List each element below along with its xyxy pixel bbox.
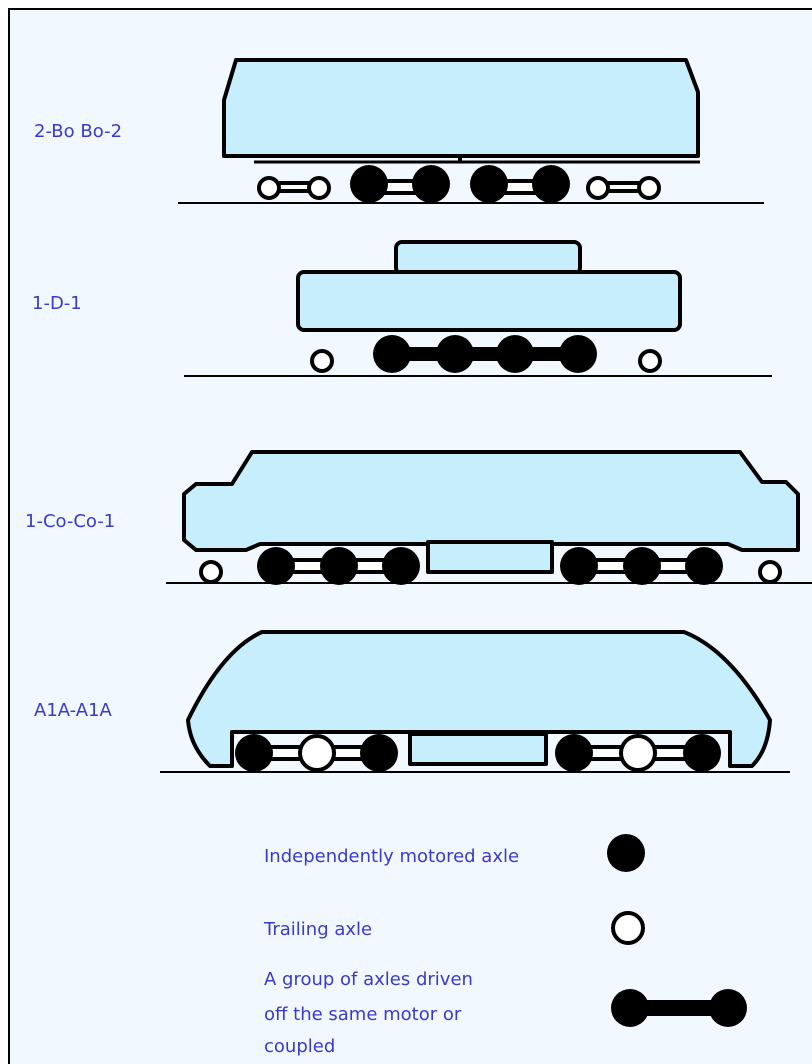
- motored-axle: [560, 547, 598, 585]
- motored-axle: [412, 165, 450, 203]
- loco-label-2-bo-bo-2: 2-Bo Bo-2: [34, 121, 122, 142]
- motored-axle: [320, 547, 358, 585]
- motored-axle: [350, 165, 388, 203]
- trailing-axle: [298, 734, 336, 772]
- motored-axle: [470, 165, 508, 203]
- coupled-axle: [373, 335, 411, 373]
- trailing-axle-icon: [611, 911, 645, 945]
- loco-body: [186, 630, 772, 768]
- group-axle-end-icon: [611, 989, 649, 1027]
- coupled-axle: [559, 335, 597, 373]
- loco-cab: [394, 240, 582, 276]
- coupled-axle: [496, 335, 534, 373]
- motored-axle: [555, 734, 593, 772]
- trailing-axle: [758, 560, 782, 584]
- fuel-tank: [426, 540, 554, 574]
- loco-body: [222, 58, 700, 162]
- motored-axle: [360, 734, 398, 772]
- motored-axle: [532, 165, 570, 203]
- loco-body: [182, 450, 800, 552]
- motored-axle: [623, 547, 661, 585]
- motored-axle: [685, 547, 723, 585]
- loco-2-bo-bo-2: 2-Bo Bo-2: [34, 58, 764, 204]
- loco-1-d-1: 1-D-1: [32, 240, 772, 377]
- trailing-axle: [257, 176, 281, 200]
- loco-body: [296, 270, 682, 332]
- motored-axle-icon: [607, 834, 645, 872]
- coupling-rod: [390, 347, 578, 361]
- coupled-axle: [436, 335, 474, 373]
- trailing-axle: [199, 560, 223, 584]
- motored-axle: [683, 734, 721, 772]
- trailing-axle: [310, 349, 334, 373]
- trailing-axle: [619, 734, 657, 772]
- loco-label-1-co-co-1: 1-Co-Co-1: [25, 511, 115, 532]
- loco-label-1-d-1: 1-D-1: [32, 293, 82, 314]
- motored-axle: [235, 734, 273, 772]
- trailing-axle: [638, 349, 662, 373]
- trailing-axle: [586, 176, 610, 200]
- trailing-axle: [637, 176, 661, 200]
- trailing-axle: [307, 176, 331, 200]
- legend-motored-label: Independently motored axle: [264, 846, 519, 867]
- legend-group-label-line-2: off the same motor or: [264, 1004, 462, 1025]
- legend-group-label-line-3: coupled: [264, 1036, 335, 1057]
- loco-1-co-co-1: 1-Co-Co-1: [25, 450, 812, 585]
- motored-axle: [382, 547, 420, 585]
- group-axle-bar: [628, 1000, 728, 1016]
- legend-group-label-line-1: A group of axles driven: [264, 969, 473, 990]
- loco-label-a1a-a1a: A1A-A1A: [34, 700, 113, 721]
- loco-a1a-a1a: A1A-A1A: [34, 630, 790, 773]
- legend: Independently motored axle Trailing axle…: [263, 834, 747, 1057]
- fuel-tank: [408, 732, 548, 766]
- group-axle-end-icon: [709, 989, 747, 1027]
- motored-axle: [257, 547, 295, 585]
- legend-trailing-label: Trailing axle: [263, 919, 372, 940]
